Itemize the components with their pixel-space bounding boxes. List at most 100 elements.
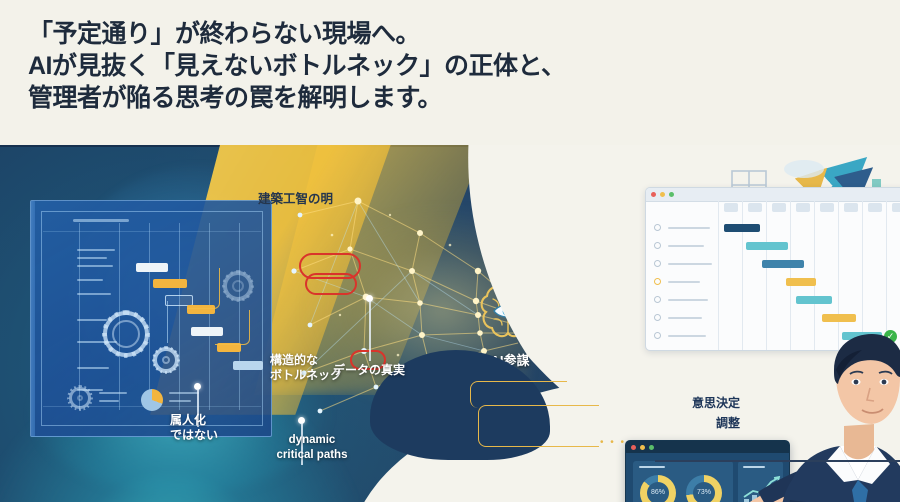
window-minimize-dot[interactable] xyxy=(640,445,645,450)
headline-block: 「予定通り」が終わらない現場へ。 AIが見抜く「見えないボトルネック」の正体と、… xyxy=(28,18,868,114)
blueprint-text-line xyxy=(169,392,199,394)
window-maximize-dot[interactable] xyxy=(669,192,674,197)
blueprint-task-bar xyxy=(191,327,223,336)
gantt-task-bar xyxy=(796,296,832,304)
blueprint-panel xyxy=(30,200,272,437)
annotation-dynamic-critical-paths: dynamic critical paths xyxy=(262,433,362,463)
blueprint-gridline xyxy=(149,223,150,410)
annotation-line: 属人化 xyxy=(170,413,207,427)
gantt-task-bar xyxy=(724,224,760,232)
blueprint-text-line xyxy=(77,367,109,369)
gear-icon xyxy=(102,310,150,358)
window-maximize-dot[interactable] xyxy=(649,445,654,450)
blueprint-task-bar xyxy=(153,279,187,288)
gold-trace-dots: • • • xyxy=(600,437,627,448)
headline-line-3: 管理者が陥る思考の罠を解明します。 xyxy=(28,84,443,112)
window-close-dot[interactable] xyxy=(651,192,656,197)
gantt-column-header xyxy=(820,203,834,212)
blueprint-gridline xyxy=(209,223,210,410)
gantt-row-bullet xyxy=(654,224,661,231)
annotation-structural-bottleneck: 構造的な ボトルネック xyxy=(270,353,360,383)
bottleneck-highlight-ring xyxy=(299,253,361,279)
gantt-row-bullet xyxy=(654,242,661,249)
blueprint-text-line xyxy=(77,341,117,343)
blueprint-task-bar xyxy=(217,343,241,352)
blueprint-title-line xyxy=(73,219,129,222)
card-title-line xyxy=(743,466,765,468)
hero-illustration: AI参謀 xyxy=(0,145,900,502)
headline-line-1: 「予定通り」が終わらない現場へ。 xyxy=(28,20,421,48)
annotation-anchor-dot xyxy=(298,417,305,424)
blueprint-text-line xyxy=(77,249,115,251)
gantt-column-divider xyxy=(814,201,815,350)
gold-trace-path xyxy=(470,381,567,408)
blueprint-gridline xyxy=(43,231,261,232)
gantt-row-bullet xyxy=(654,260,661,267)
annotation-stem xyxy=(369,301,371,361)
donut-right-value: 73% xyxy=(696,489,711,496)
annotation-stem xyxy=(301,423,303,465)
headline-line-2: AIが見抜く「見えないボトルネック」の正体と、 xyxy=(28,52,566,80)
gantt-column-divider xyxy=(838,201,839,350)
desk-edge-line xyxy=(655,460,900,462)
annotation-line: critical paths xyxy=(276,449,348,461)
gantt-column-divider xyxy=(862,201,863,350)
blueprint-connector xyxy=(167,301,169,343)
gantt-task-bar xyxy=(786,278,816,286)
annotation-line: dynamic xyxy=(288,434,336,446)
wedge-label: 建築工智の明 xyxy=(258,192,334,206)
annotation-decision: 意思決定 xyxy=(658,396,740,411)
gear-icon xyxy=(152,346,180,374)
gantt-row-label xyxy=(668,299,708,301)
blueprint-roll-spine xyxy=(31,201,35,436)
gear-teeth xyxy=(102,310,150,358)
gantt-column-header xyxy=(892,203,900,212)
gantt-row-bullet xyxy=(654,278,661,285)
gantt-row-label xyxy=(668,335,706,337)
gantt-row-label xyxy=(668,227,710,229)
gear-icon xyxy=(222,270,254,302)
businessman-illustration xyxy=(749,334,900,502)
blueprint-text-line xyxy=(169,400,191,402)
annotation-line: 調整 xyxy=(715,416,740,430)
gear-icon xyxy=(67,385,93,411)
annotation-line: 構造的な xyxy=(270,353,319,367)
blueprint-gridline xyxy=(79,223,80,410)
annotation-adjustment: 調整 xyxy=(658,416,740,431)
gantt-column-header xyxy=(796,203,810,212)
gantt-row-label xyxy=(668,281,700,283)
annotation-anchor-dot xyxy=(194,383,201,390)
gantt-column-divider xyxy=(886,201,887,350)
blueprint-task-bar xyxy=(187,305,215,314)
gear-teeth xyxy=(67,385,93,411)
gantt-column-header xyxy=(724,203,738,212)
donut-chart-left xyxy=(640,475,676,502)
window-minimize-dot[interactable] xyxy=(660,192,665,197)
blueprint-text-line xyxy=(77,293,111,295)
blueprint-text-line xyxy=(77,279,103,281)
gantt-column-header xyxy=(748,203,762,212)
blueprint-task-bar xyxy=(233,361,263,370)
gantt-row-bullet xyxy=(654,314,661,321)
gold-trace-path xyxy=(478,405,599,447)
donut-left-value: 86% xyxy=(650,489,665,496)
blueprint-text-line xyxy=(77,319,107,321)
gear-teeth xyxy=(152,346,180,374)
window-close-dot[interactable] xyxy=(631,445,636,450)
annotation-line: ボトルネック xyxy=(270,368,343,382)
gantt-column-divider xyxy=(766,201,767,350)
annotation-data-truth: データの真実 xyxy=(333,363,405,378)
window-titlebar xyxy=(646,188,900,202)
gantt-row-bullet xyxy=(654,296,661,303)
gantt-task-bar xyxy=(746,242,788,250)
gantt-column-header xyxy=(844,203,858,212)
gantt-column-divider xyxy=(742,201,743,350)
donut-chart-right xyxy=(686,475,722,502)
gantt-window[interactable]: ✓ xyxy=(645,187,900,351)
blueprint-frame xyxy=(41,211,263,426)
gear-teeth xyxy=(222,270,254,302)
gantt-row-bullet xyxy=(654,332,661,339)
annotation-not-individual: 属人化 ではない xyxy=(170,413,250,443)
blueprint-pie-chart xyxy=(141,389,163,411)
blueprint-connector xyxy=(187,268,220,309)
